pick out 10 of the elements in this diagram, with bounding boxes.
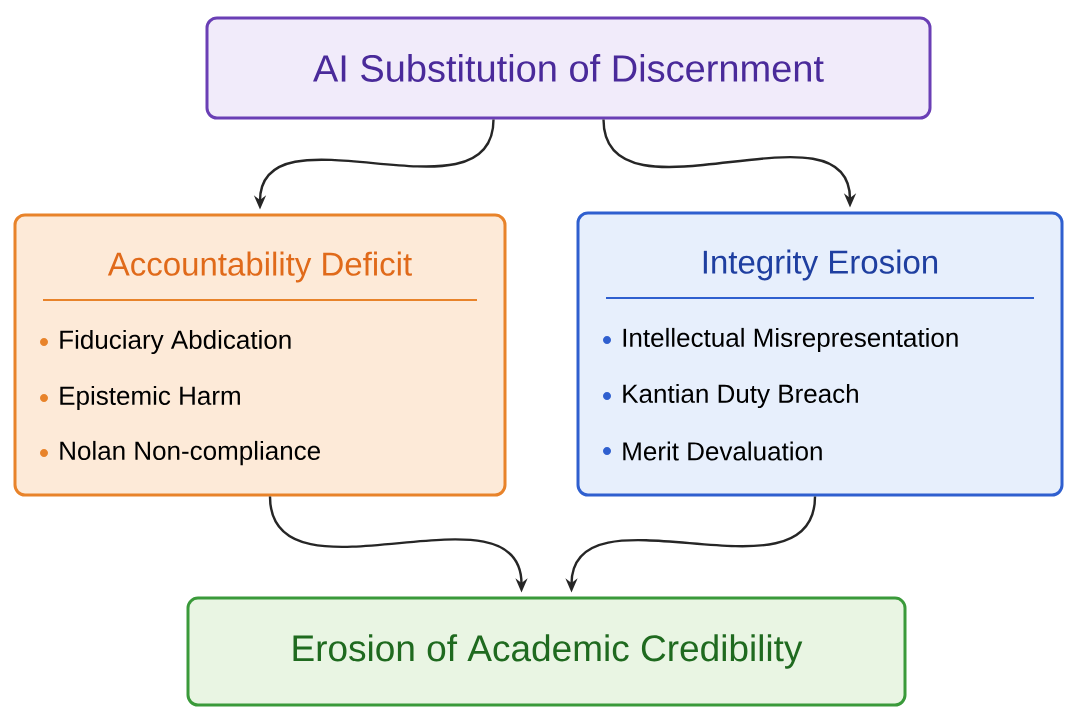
process-box: AI Substitution of Discernment bbox=[205, 16, 932, 120]
bullet-item: Merit Devaluation bbox=[623, 441, 822, 461]
box-heading: Accountability Deficit bbox=[107, 251, 412, 283]
bullet-item: Intellectual Misrepresentation bbox=[623, 327, 958, 353]
bullet-item: Kantian Duty Breach bbox=[623, 383, 858, 409]
bullet-item: Fiduciary Abdication bbox=[60, 329, 291, 355]
bullet-item: Nolan Non-compliance bbox=[60, 440, 320, 466]
process-box: Erosion of Academic Credibility bbox=[186, 596, 907, 707]
bullet-item: Epistemic Harm bbox=[60, 385, 240, 411]
box-heading: Integrity Erosion bbox=[703, 249, 938, 281]
